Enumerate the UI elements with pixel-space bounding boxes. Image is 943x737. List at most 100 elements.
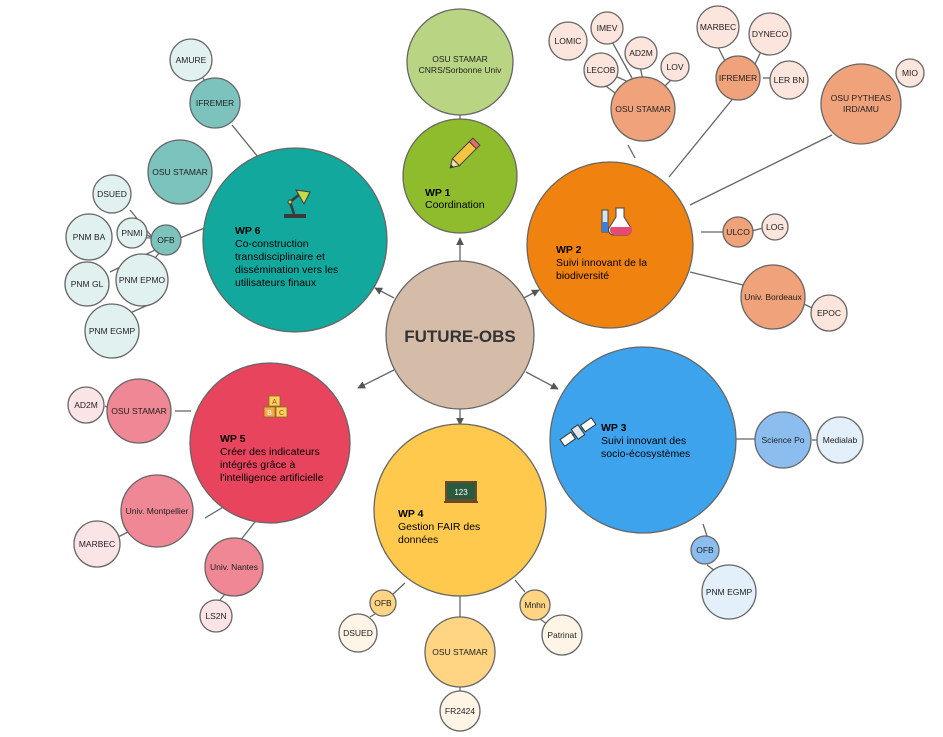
label-epoc: EPOC [817,308,841,318]
wp5-title-line2: intégrés grâce à [220,459,295,471]
label-wp2-osu-stamar: OSU STAMAR [615,104,671,114]
abc-blocks-icon: A B C [263,395,288,418]
partner-dsued-wp4[interactable] [338,613,378,653]
partner-dyneco[interactable] [748,12,792,56]
label-dsued-wp6: DSUED [97,189,127,199]
center-title: FUTURE-OBS [404,327,515,346]
partner-pnm-epmo[interactable] [115,253,169,307]
label-ls2n: LS2N [205,611,226,621]
partner-wp4-osu-stamar[interactable] [424,616,496,688]
wp2-number: WP 2 [556,244,582,256]
wp1-node[interactable] [402,118,518,234]
wp6-title-line3: dissémination vers les [235,264,338,276]
partner-lov[interactable] [660,52,690,82]
osu-stamar-cnrs-line1: OSU STAMAR [432,54,488,64]
label-lerbn: LER BN [774,75,805,85]
partner-osu-pytheas[interactable] [820,63,902,145]
label-pnm-epmo: PNM EPMO [119,275,166,285]
wp3-node[interactable] [549,346,737,534]
partner-marbec-wp5[interactable] [73,520,121,568]
partner-ofb-wp3[interactable] [690,535,720,565]
partner-ifremer-wp2[interactable] [715,55,761,101]
partner-ofb-wp4[interactable] [369,589,397,617]
label-osu-pytheas-line1: OSU PYTHEAS [831,93,892,103]
svg-text:A: A [272,399,277,406]
wp1-title-line1: Coordination [425,199,485,211]
svg-text:C: C [279,410,284,417]
partner-ad2m-wp5[interactable] [67,386,105,424]
label-ifremer-wp6: IFREMER [196,98,234,108]
partner-imev[interactable] [590,11,624,45]
label-mnhn: Mnhn [524,600,546,610]
partner-ofb-wp6[interactable] [150,224,182,256]
satellite-icon [559,417,597,447]
partner-pnm-ba[interactable] [65,213,113,261]
partner-lerbn[interactable] [769,60,809,100]
partner-ifremer-wp6[interactable] [189,77,241,129]
svg-text:B: B [267,410,272,417]
wp6-node[interactable] [202,147,388,333]
wp3-title-line1: Suivi innovant des [601,435,686,447]
label-pnmi: PNMI [121,228,142,238]
partner-ulco[interactable] [722,216,754,248]
wp4-node[interactable] [373,423,547,597]
label-lov: LOV [666,62,683,72]
partner-mnhn[interactable] [519,589,551,621]
wp6-number: WP 6 [235,225,261,237]
partner-pnm-egmp-wp6[interactable] [84,303,140,359]
label-pnm-gl: PNM GL [71,279,104,289]
partner-amure[interactable] [169,38,213,82]
partner-medialab[interactable] [816,416,864,464]
label-pnm-ba: PNM BA [73,232,106,242]
wp3-number: WP 3 [601,422,627,434]
partner-ad2m-wp2[interactable] [624,36,658,70]
partner-univ-montpellier[interactable] [120,474,194,548]
center-node[interactable] [385,260,535,410]
label-lecob: LECOB [587,65,616,75]
wp5-number: WP 5 [220,433,246,445]
label-wp6-osu-stamar: OSU STAMAR [152,167,208,177]
partner-mio[interactable] [895,58,925,88]
partner-marbec-wp2[interactable] [696,5,740,49]
partner-lomic[interactable] [548,21,588,61]
partner-univ-nantes[interactable] [204,537,264,597]
partner-pnmi[interactable] [116,217,148,249]
wp4-title-line1: Gestion FAIR des [398,521,480,533]
osu-stamar-cnrs-line2: CNRS/Sorbonne Univ [419,65,502,75]
partner-wp6-osu-stamar[interactable] [147,139,213,205]
partner-dsued-wp6[interactable] [92,174,132,214]
partner-univ-bordeaux[interactable] [740,264,806,330]
label-dyneco: DYNECO [752,29,789,39]
partner-osu-stamar-cnrs[interactable] [406,8,514,116]
partner-fr2424[interactable] [439,690,481,732]
partner-science-po[interactable] [754,411,812,469]
label-ulco: ULCO [726,227,750,237]
label-fr2424: FR2424 [445,706,476,716]
wp6-title-line2: transdisciplinaire et [235,251,325,263]
label-wp4-osu-stamar: OSU STAMAR [432,647,488,657]
wp6-title-line1: Co-construction [235,238,309,250]
label-ofb-wp3: OFB [696,545,714,555]
partner-lecob[interactable] [583,52,619,88]
partner-pnm-egmp-wp3[interactable] [701,564,757,620]
label-imev: IMEV [597,23,618,33]
wp5-node[interactable] [189,362,351,524]
blackboard-icon: 123 [444,481,478,503]
wp1-number: WP 1 [425,187,451,199]
wp2-title-line2: biodiversité [556,270,609,282]
partner-log[interactable] [761,213,789,241]
wp3-title-line2: socio-écosystèmes [601,448,690,460]
partner-pnm-gl[interactable] [64,261,110,307]
partner-wp2-osu-stamar[interactable] [610,76,676,142]
wp4-title-line2: données [398,534,438,546]
label-univ-bordeaux: Univ. Bordeaux [744,292,802,302]
wp2-node[interactable] [526,161,694,329]
label-marbec-wp5: MARBEC [79,539,115,549]
partner-ls2n[interactable] [199,599,233,633]
wp2-title-line1: Suivi innovant de la [556,257,647,269]
partner-patrinat[interactable] [541,614,583,656]
partner-wp5-osu-stamar[interactable] [106,378,172,444]
partner-epoc[interactable] [810,294,848,332]
label-univ-montpellier: Univ. Montpellier [126,506,189,516]
